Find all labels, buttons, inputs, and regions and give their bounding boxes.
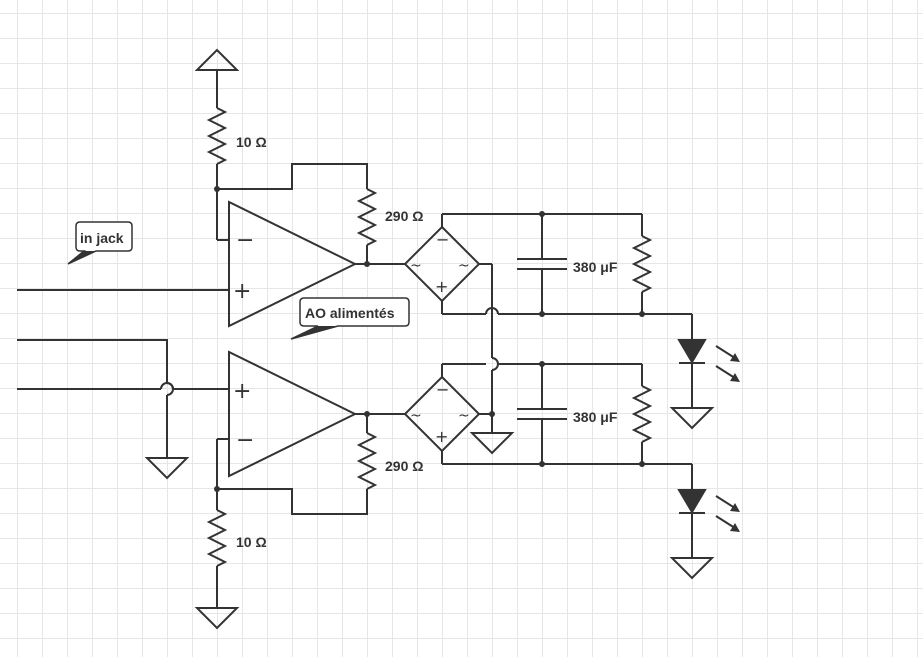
bottom-load-resistor [631,364,653,464]
bottom-feedback-wires [214,438,368,515]
callout-ao-alimentes[interactable]: AO alimentés [290,297,410,340]
top-bridge-ac-right: ~ [458,258,470,274]
top-resistor-290: 290 Ω [356,188,423,264]
bottom-bridge-ac-left: ~ [410,408,422,424]
top-bridge-minus: − [436,230,449,249]
bottom-bridge-minus: − [436,380,449,399]
top-bridge-plus: + [435,277,448,296]
top-bridge-ac-left: ~ [410,258,422,274]
bridge-ground-wire [469,264,515,455]
bottom-bridge-plus: + [435,427,448,446]
top-led [669,314,740,430]
top-resistor-10: 10 Ω [206,107,267,165]
bottom-op-amp: + − [228,350,405,478]
callout-in-jack[interactable]: in jack [67,221,133,265]
top-resistor-10-label: 10 Ω [236,134,267,150]
top-bridge-rectifier: − + ~ ~ [403,214,492,314]
top-op-amp-plus: + [233,279,251,304]
bottom-resistor-10-label: 10 Ω [236,534,267,550]
bottom-resistor-290: 290 Ω [356,414,423,490]
top-supply-symbol [194,48,240,108]
top-capacitor: 380 μF [517,214,618,314]
top-load-resistor [631,214,653,314]
top-resistor-290-label: 290 Ω [385,208,423,224]
bottom-bridge-ac-right: ~ [458,408,470,424]
bottom-bridge-rectifier: − + ~ ~ [403,364,481,464]
bottom-input-wires [17,339,229,480]
top-feedback-wires [214,163,368,241]
top-op-amp-minus: − [236,228,254,253]
bottom-op-amp-plus: + [233,379,251,404]
callout-ao-alimentes-text: AO alimentés [305,305,395,321]
bottom-resistor-290-label: 290 Ω [385,458,423,474]
top-op-amp: − + [228,200,405,328]
bottom-op-amp-minus: − [236,428,254,453]
bottom-led [669,464,740,580]
bottom-capacitor-label: 380 μF [573,409,618,425]
top-capacitor-label: 380 μF [573,259,618,275]
bottom-resistor-10: 10 Ω [194,509,267,630]
bottom-capacitor: 380 μF [517,364,618,464]
callout-in-jack-text: in jack [80,230,124,246]
